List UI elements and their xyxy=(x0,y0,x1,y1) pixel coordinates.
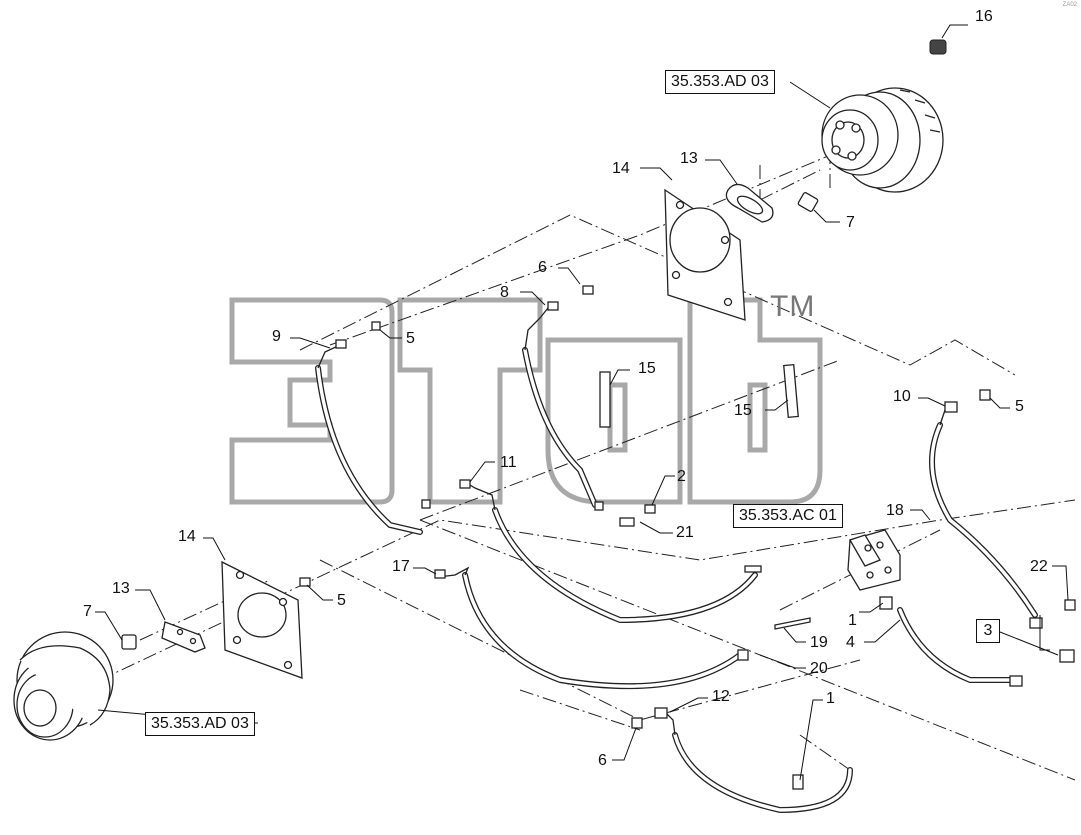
callout-16: 16 xyxy=(975,8,993,25)
callout-8: 8 xyxy=(500,284,509,301)
ref-box-valve[interactable]: 35.353.AC 01 xyxy=(733,504,843,528)
callout-19: 19 xyxy=(810,634,828,651)
bottom-plate-13 xyxy=(161,621,206,653)
callout-14-top: 14 xyxy=(612,160,630,177)
top-plate-13 xyxy=(725,183,774,223)
callout-1-valve: 1 xyxy=(848,612,857,629)
callout-2: 2 xyxy=(677,468,686,485)
ref-box-motor-top[interactable]: 35.353.AD 03 xyxy=(665,70,775,94)
callout-5-left: 5 xyxy=(406,330,415,347)
top-gasket-14 xyxy=(664,188,746,321)
callout-22: 22 xyxy=(1030,558,1048,575)
callout-9: 9 xyxy=(272,328,281,345)
hoses-inner xyxy=(316,348,1037,812)
watermark-logo xyxy=(229,297,823,505)
callout-6-top: 6 xyxy=(538,259,547,276)
valve-block xyxy=(847,529,901,591)
hose-ends xyxy=(317,307,951,736)
plug-16 xyxy=(929,39,947,55)
callout-13-bottom: 13 xyxy=(112,580,130,597)
callout-15-left: 15 xyxy=(638,360,656,377)
ref-box-motor-bottom[interactable]: 35.353.AD 03 xyxy=(145,712,255,736)
callout-18: 18 xyxy=(886,502,904,519)
callout-5-bottom: 5 xyxy=(337,592,346,609)
callout-5-right: 5 xyxy=(1015,398,1024,415)
callout-10: 10 xyxy=(893,388,911,405)
bottom-drive-motor xyxy=(13,631,114,741)
watermark-trademark: TM xyxy=(770,290,816,323)
page-id: ZA02 xyxy=(1062,2,1077,8)
bolt-19 xyxy=(774,617,811,630)
bottom-gasket-14 xyxy=(221,560,303,679)
fittings xyxy=(299,285,1076,790)
callout-13-top: 13 xyxy=(680,150,698,167)
callout-12: 12 xyxy=(712,688,730,705)
callout-14-bottom: 14 xyxy=(178,528,196,545)
callout-7-top: 7 xyxy=(846,214,855,231)
callout-15-right: 15 xyxy=(734,402,752,419)
callout-4: 4 xyxy=(846,634,855,651)
callout-6-bottom: 6 xyxy=(598,752,607,769)
callout-21: 21 xyxy=(676,524,694,541)
callout-11: 11 xyxy=(500,454,517,471)
dash-dot-assembly-lines xyxy=(99,129,1076,781)
boxed-callout[interactable]: 3 xyxy=(976,619,1000,643)
callout-17: 17 xyxy=(392,558,410,575)
callout-7-bottom: 7 xyxy=(83,603,92,620)
top-drive-motor xyxy=(821,87,944,193)
top-fitting-7 xyxy=(797,192,819,212)
callout-1-bottom: 1 xyxy=(826,690,835,707)
callout-20: 20 xyxy=(810,660,828,677)
bottom-fitting-7 xyxy=(121,634,137,650)
